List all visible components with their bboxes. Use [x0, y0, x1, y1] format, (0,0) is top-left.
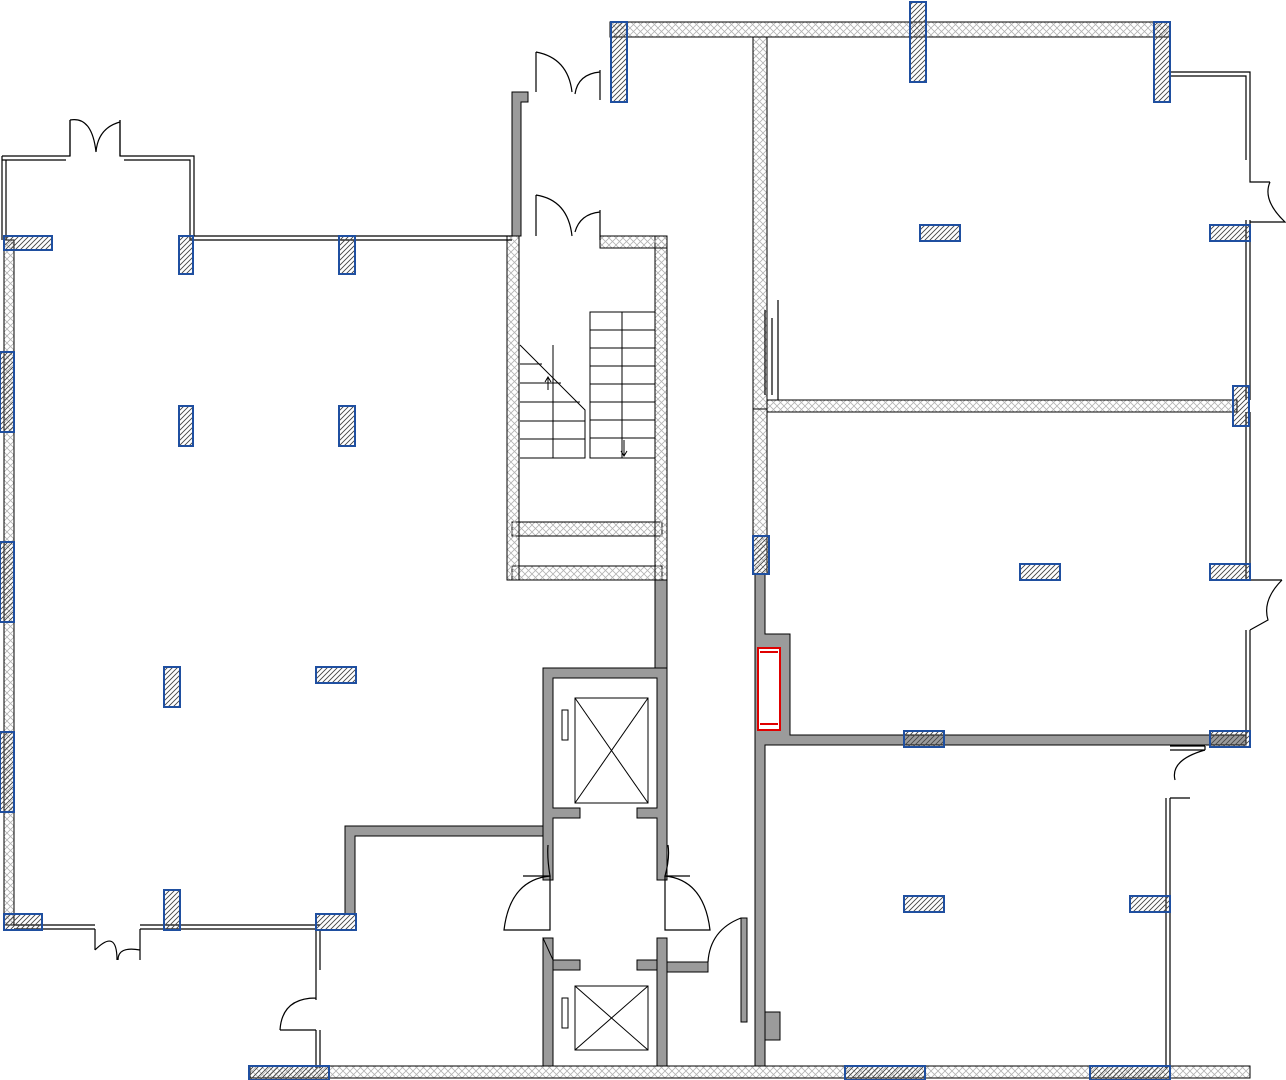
column	[903, 895, 945, 913]
column	[1209, 730, 1251, 748]
column	[0, 351, 15, 433]
column	[163, 889, 181, 931]
elevator-1	[574, 697, 649, 804]
top-north-wall	[609, 21, 1171, 38]
highlighted-element	[757, 647, 781, 731]
column	[178, 235, 194, 275]
column	[1232, 385, 1250, 427]
column	[315, 913, 357, 931]
column	[844, 1065, 926, 1080]
staircase	[519, 311, 656, 459]
service-wall-right	[740, 917, 748, 1023]
column	[163, 666, 181, 708]
column	[1129, 895, 1171, 913]
doors	[69, 51, 1286, 1031]
gray-walls	[344, 91, 1247, 1067]
column	[338, 235, 356, 275]
service-wall	[666, 961, 709, 973]
elevators	[561, 697, 649, 1051]
lobby-wall	[344, 825, 544, 915]
entry-corridor-wall-left	[511, 91, 529, 237]
stair-left-wall	[506, 235, 520, 581]
column	[178, 405, 194, 447]
column	[0, 731, 15, 813]
column	[919, 224, 961, 242]
lift2-frame	[542, 937, 581, 1067]
column	[338, 405, 356, 447]
columns	[0, 1, 1251, 1080]
column	[1153, 21, 1171, 103]
corridor-wall-right	[754, 573, 1247, 1067]
column	[610, 21, 628, 103]
column	[909, 1, 927, 83]
column	[752, 535, 770, 575]
lift2-frame-right	[636, 937, 668, 1067]
column	[315, 666, 357, 684]
stair-top-wall	[599, 235, 668, 249]
stair-upper-wall	[511, 521, 663, 537]
column	[903, 730, 945, 748]
column	[3, 235, 53, 251]
column	[1089, 1065, 1171, 1080]
column	[248, 1065, 330, 1080]
stair-shaft-link	[654, 579, 668, 671]
stair-lower-wall	[511, 565, 663, 581]
stair-right-wall	[654, 235, 668, 581]
column	[1209, 224, 1251, 242]
column	[1209, 563, 1251, 581]
lift1-frame	[542, 667, 668, 881]
office-divider-wall-1	[766, 399, 1238, 413]
elevator-2	[574, 985, 649, 1051]
small-niche	[764, 1011, 781, 1041]
column	[3, 913, 43, 931]
exterior-walls	[3, 21, 1251, 1079]
column	[1019, 563, 1061, 581]
column	[0, 541, 15, 623]
